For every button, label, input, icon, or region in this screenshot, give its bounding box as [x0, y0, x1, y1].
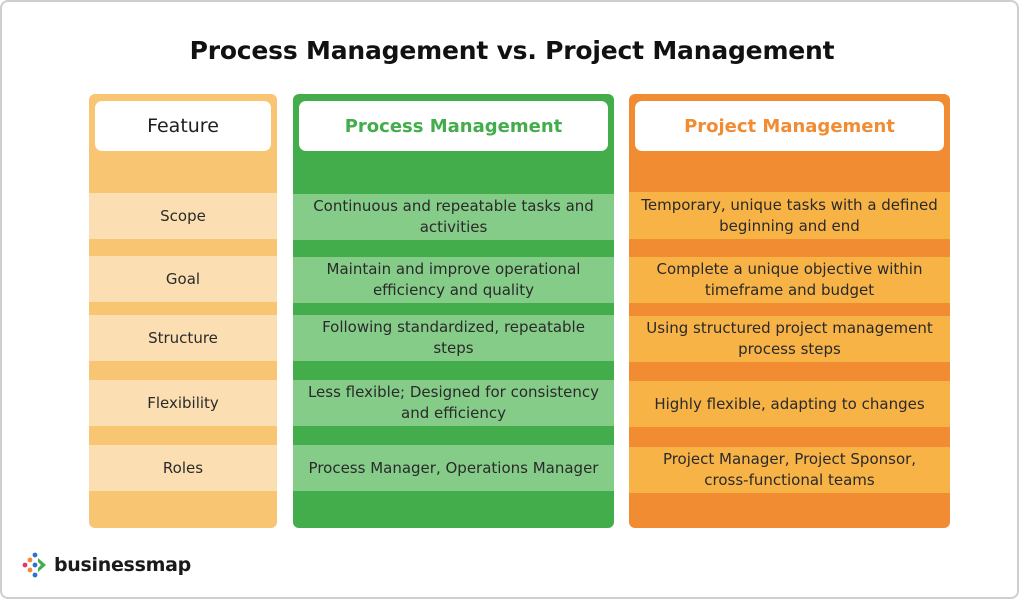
businessmap-logo-icon [22, 552, 46, 578]
process-cell-roles: Process Manager, Operations Manager [293, 445, 614, 491]
project-management-column: Project Management Temporary, unique tas… [629, 94, 950, 528]
project-cell-structure: Using structured project management proc… [629, 316, 950, 362]
feature-column: Feature Scope Goal Structure Flexibility… [89, 94, 277, 528]
process-cell-structure: Following standardized, repeatable steps [293, 315, 614, 361]
project-cell-goal: Complete a unique objective within timef… [629, 257, 950, 303]
process-cell-flexibility: Less flexible; Designed for consistency … [293, 380, 614, 426]
feature-cell-structure: Structure [89, 315, 277, 361]
process-management-header: Process Management [299, 101, 608, 151]
process-management-column: Process Management Continuous and repeat… [293, 94, 614, 528]
businessmap-logo: businessmap [22, 552, 191, 578]
process-cell-goal: Maintain and improve operational efficie… [293, 257, 614, 303]
feature-column-header: Feature [95, 101, 271, 151]
project-cell-roles: Project Manager, Project Sponsor, cross-… [629, 447, 950, 493]
feature-cell-roles: Roles [89, 445, 277, 491]
feature-cell-scope: Scope [89, 193, 277, 239]
project-cell-scope: Temporary, unique tasks with a defined b… [629, 192, 950, 239]
process-cell-scope: Continuous and repeatable tasks and acti… [293, 194, 614, 240]
project-cell-flexibility: Highly flexible, adapting to changes [629, 381, 950, 427]
project-management-header: Project Management [635, 101, 944, 151]
page-title: Process Management vs. Project Managemen… [189, 36, 835, 65]
feature-cell-flexibility: Flexibility [89, 380, 277, 426]
feature-cell-goal: Goal [89, 256, 277, 302]
logo-text: businessmap [54, 554, 191, 576]
